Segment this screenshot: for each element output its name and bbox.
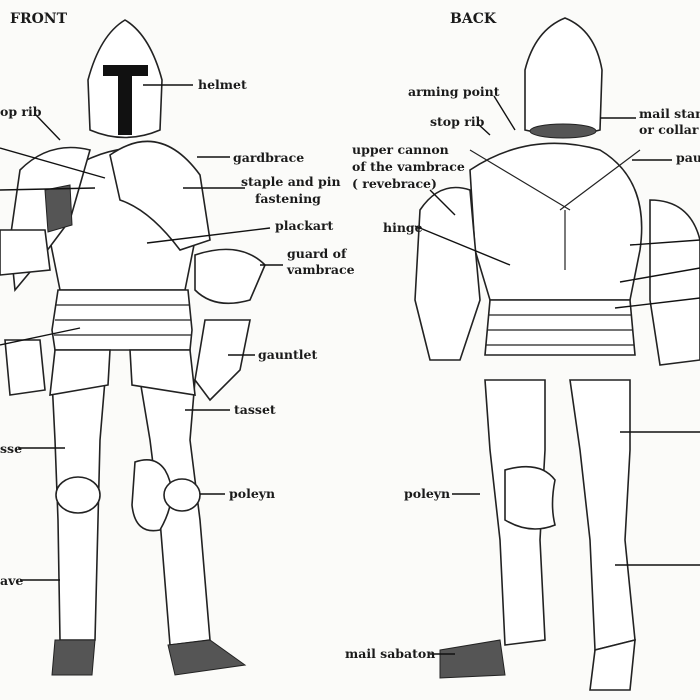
back-title: BACK bbox=[450, 11, 497, 27]
label-of-the-vambrace: of the vambrace bbox=[352, 159, 465, 174]
front-title: FRONT bbox=[10, 11, 67, 27]
label-stop-rib-front: op rib bbox=[0, 104, 42, 119]
front-gardbrace bbox=[109, 140, 211, 251]
front-tassets bbox=[49, 349, 196, 396]
label-mail-stand: mail stanc bbox=[639, 106, 700, 121]
label-arming-point: arming point bbox=[408, 84, 500, 99]
front-gauntlet bbox=[194, 319, 251, 402]
back-right-leg bbox=[569, 379, 636, 652]
label-plackart: plackart bbox=[275, 218, 334, 233]
back-fauld bbox=[484, 299, 636, 356]
back-armor-figure bbox=[414, 17, 700, 691]
label-fastening: fastening bbox=[255, 191, 321, 206]
label-poleyn-back: poleyn bbox=[404, 486, 451, 501]
front-left-sabaton bbox=[51, 639, 96, 676]
label-greave: ave bbox=[0, 573, 24, 588]
label-tasset: tasset bbox=[234, 402, 276, 417]
label-upper-cannon: upper cannon bbox=[352, 142, 449, 157]
label-helmet: helmet bbox=[198, 77, 247, 92]
back-poleyn bbox=[504, 465, 556, 530]
label-mail-sabaton: mail sabaton bbox=[345, 646, 436, 661]
front-armor-figure bbox=[0, 19, 266, 676]
label-guard-of: guard of bbox=[287, 246, 347, 261]
label-vambrace: vambrace bbox=[287, 262, 355, 277]
label-gauntlet: gauntlet bbox=[258, 347, 318, 362]
label-staple-and-pin: staple and pin bbox=[241, 174, 341, 189]
leader-lines bbox=[0, 84, 700, 655]
front-right-sabaton bbox=[167, 639, 247, 676]
back-mail-collar bbox=[529, 123, 597, 139]
back-backplate bbox=[469, 142, 643, 301]
label-hinge: hinge bbox=[383, 220, 423, 235]
back-mail-sabaton bbox=[439, 639, 506, 679]
back-left-arm bbox=[414, 186, 481, 361]
label-revebrace: ( revebrace) bbox=[352, 176, 437, 191]
label-pauldron: pau bbox=[676, 150, 700, 165]
label-cuisse: sse bbox=[0, 441, 23, 456]
back-right-arm bbox=[649, 199, 700, 366]
label-or-collar: or collar bbox=[639, 122, 699, 137]
front-guard-of-vambrace bbox=[194, 248, 266, 305]
back-helmet bbox=[524, 17, 603, 136]
label-gardbrace: gardbrace bbox=[233, 150, 305, 165]
label-poleyn-front: poleyn bbox=[229, 486, 276, 501]
front-left-poleyn bbox=[55, 476, 101, 514]
label-stop-rib-back: stop rib bbox=[430, 114, 485, 129]
